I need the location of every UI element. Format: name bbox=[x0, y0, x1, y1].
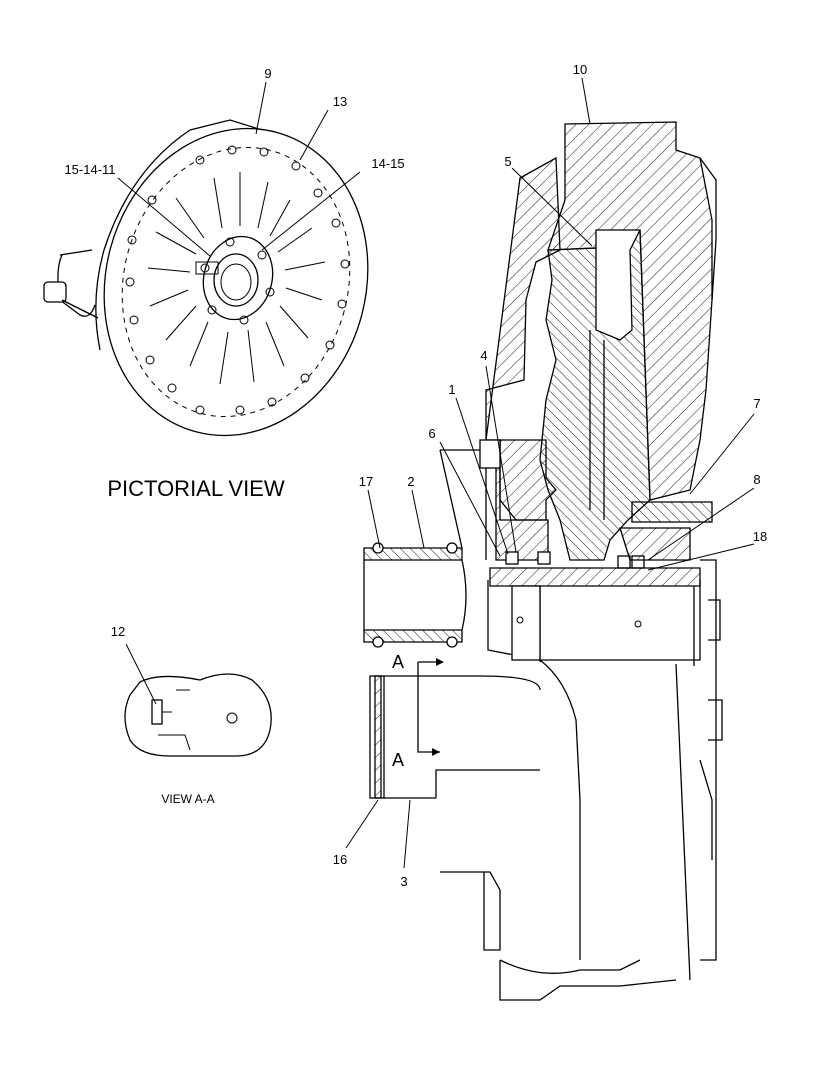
callout-15-14-11: 15-14-11 bbox=[64, 162, 115, 177]
callout-labels: 9 13 15-14-11 14-15 10 5 4 1 6 7 8 18 17… bbox=[64, 62, 767, 889]
callout-2: 2 bbox=[407, 474, 414, 489]
callout-8: 8 bbox=[753, 472, 760, 487]
callout-4: 4 bbox=[480, 348, 487, 363]
callout-3: 3 bbox=[400, 874, 407, 889]
callout-5: 5 bbox=[504, 154, 511, 169]
section-marker-top: A bbox=[392, 652, 404, 672]
callout-6: 6 bbox=[428, 426, 435, 441]
pictorial-view-title: PICTORIAL VIEW bbox=[107, 476, 284, 501]
callout-10: 10 bbox=[573, 62, 587, 77]
callout-17: 17 bbox=[359, 474, 373, 489]
callout-9: 9 bbox=[264, 66, 271, 81]
callout-1: 1 bbox=[448, 382, 455, 397]
callout-7: 7 bbox=[753, 396, 760, 411]
callout-12: 12 bbox=[111, 624, 125, 639]
callout-18: 18 bbox=[753, 529, 767, 544]
section-marker-bottom: A bbox=[392, 750, 404, 770]
callout-16: 16 bbox=[333, 852, 347, 867]
section-view bbox=[363, 121, 723, 1001]
leader-lines bbox=[117, 77, 755, 869]
callout-13: 13 bbox=[333, 94, 347, 109]
view-a-a-detail bbox=[124, 673, 272, 757]
callout-14-15: 14-15 bbox=[371, 156, 404, 171]
view-a-a-title: VIEW A-A bbox=[161, 792, 214, 806]
pictorial-view bbox=[43, 119, 369, 437]
